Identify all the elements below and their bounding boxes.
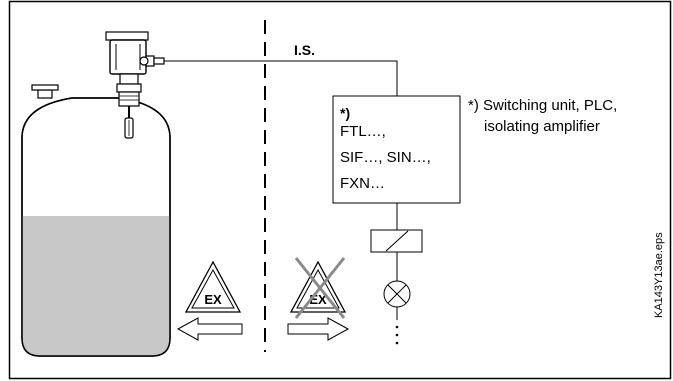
ex-warning-sign-crossed: EX xyxy=(289,257,347,319)
box-marker: *) xyxy=(340,105,350,121)
arrow-left-icon xyxy=(176,317,243,341)
bus-label: I.S. xyxy=(294,42,315,58)
tank-liquid xyxy=(22,216,170,356)
tank xyxy=(21,84,171,357)
box-line-2: SIF…, SIN…, xyxy=(340,149,431,166)
level-switch-device xyxy=(105,31,165,139)
ex-label-left: EX xyxy=(204,292,222,307)
cable-gland xyxy=(153,57,165,65)
tank-nozzle-flange xyxy=(31,84,59,91)
signal-cable xyxy=(164,60,398,96)
box-line-3: FXN… xyxy=(340,175,385,192)
cross-line xyxy=(294,257,346,319)
process-thread xyxy=(118,91,140,107)
continuation-dots xyxy=(395,325,399,345)
ex-warning-sign: EX xyxy=(184,260,242,313)
footnote-line-1: *) Switching unit, PLC, xyxy=(468,97,617,114)
device-housing xyxy=(109,39,147,75)
switching-unit-box xyxy=(332,95,461,204)
box-line-1: FTL…, xyxy=(340,123,386,140)
arrow-right-icon xyxy=(287,317,350,341)
file-reference: KA143Y13ae.eps xyxy=(653,232,665,318)
tank-nozzle xyxy=(37,89,53,99)
diagram-frame xyxy=(8,0,672,380)
footnote-line-2: isolating amplifier xyxy=(484,118,600,135)
